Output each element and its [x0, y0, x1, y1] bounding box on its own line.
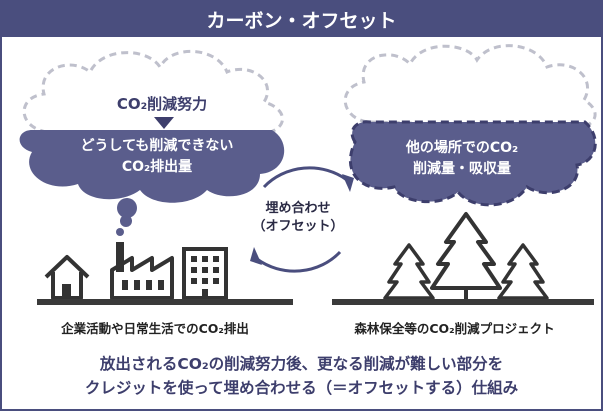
title-bar: カーボン・オフセット — [2, 2, 601, 37]
left-cloud-dashed — [22, 50, 284, 136]
right-cloud-solid — [348, 120, 597, 207]
reduction-absorption-label: 他の場所でのCO₂ 削減量・吸収量 — [342, 138, 582, 180]
tree-icon — [430, 212, 502, 299]
page-title: カーボン・オフセット — [206, 10, 397, 32]
offset-label-line2: （オフセット） — [252, 219, 344, 234]
cycle-arrows-icon — [256, 166, 348, 273]
house-icon — [44, 255, 90, 300]
reduction-effort-label: CO₂削減努力 — [116, 95, 208, 113]
smoke-icon — [116, 198, 137, 236]
summary-line1: 放出されるCO₂の削減努力後、更なる削減が難しい部分を — [99, 355, 504, 373]
building-icon — [182, 247, 228, 300]
offset-label: 埋め合わせ （オフセット） — [238, 200, 358, 236]
ground-right — [332, 299, 594, 305]
reduction-absorption-line2: 削減量・吸収量 — [413, 161, 511, 177]
down-arrow-icon — [154, 117, 174, 129]
offset-label-line1: 埋め合わせ — [265, 201, 331, 216]
right-cloud-dashed — [343, 44, 597, 129]
ground-left — [37, 299, 293, 305]
tree-icon — [497, 243, 549, 302]
cycle-arrow-head-bottom — [250, 247, 262, 265]
unavoidable-emissions-label: どうしても削減できない CO₂排出量 — [12, 136, 302, 178]
caption-projects: 森林保全等のCO₂削減プロジェクト — [354, 321, 555, 336]
caption-emissions: 企業活動や日常生活でのCO₂排出 — [61, 321, 249, 336]
left-cloud-solid — [19, 130, 285, 203]
cycle-arrow-head-top — [342, 174, 354, 192]
unavoidable-emissions-line1: どうしても削減できない — [80, 138, 234, 154]
factory-icon — [110, 242, 174, 300]
summary-line2: クレジットを使って埋め合わせる（＝オフセットする）仕組み — [84, 379, 519, 397]
summary-text: 放出されるCO₂の削減努力後、更なる削減が難しい部分を クレジットを使って埋め合… — [2, 352, 601, 400]
tree-icon — [383, 243, 435, 302]
reduction-absorption-line1: 他の場所でのCO₂ — [405, 140, 519, 156]
unavoidable-emissions-line2: CO₂排出量 — [121, 159, 193, 175]
